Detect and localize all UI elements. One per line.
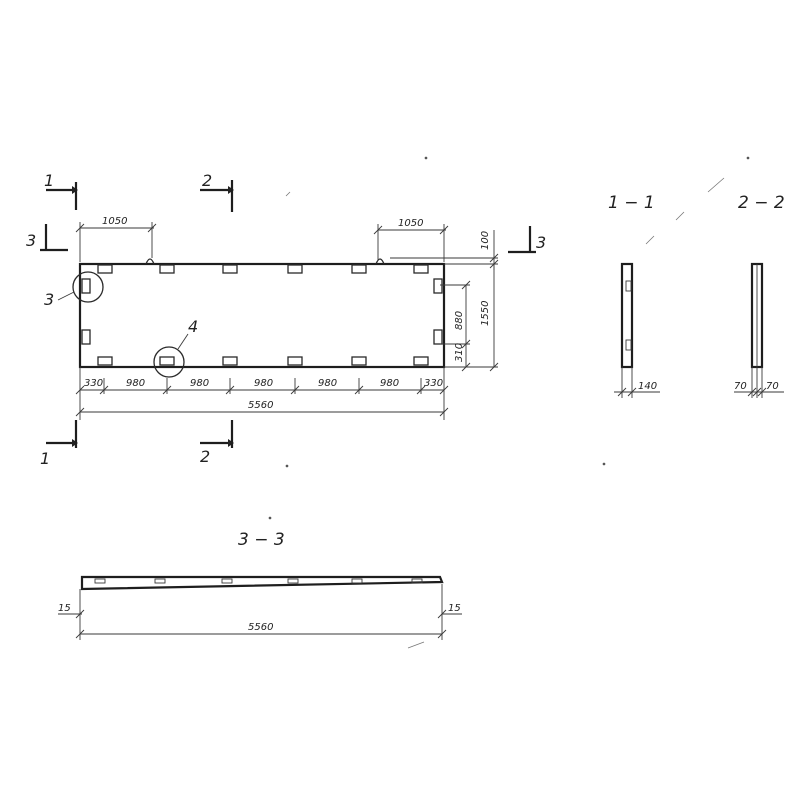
dim-top-right: 1050 (373, 218, 449, 262)
section-2-2: 2 − 2 70 70 (734, 193, 785, 398)
pocket-right-bottom (433, 329, 443, 345)
pocket-bottom-3 (222, 356, 238, 366)
section-2-2-left: 70 (734, 381, 747, 392)
dim-top-left: 1050 (75, 216, 157, 262)
section-3-3-notches (94, 578, 423, 584)
pocket-bottom-4 (287, 356, 303, 366)
section-2-label-top: 2 (202, 171, 212, 190)
section-1-1: 1 − 1 140 (608, 193, 660, 398)
dim-span-2: 980 (126, 378, 145, 389)
pocket-bottom-1 (97, 356, 113, 366)
embedded-pockets (81, 264, 443, 366)
pocket-top-6 (413, 264, 429, 274)
dim-top-left-label: 1050 (102, 216, 127, 227)
dim-span-6: 980 (380, 378, 399, 389)
section-1-1-width: 140 (638, 381, 657, 392)
dim-span-7: 330 (424, 378, 443, 389)
callout-circle-4 (153, 346, 185, 378)
pocket-right-top (433, 278, 443, 294)
pocket-top-2 (159, 264, 175, 274)
pocket-top-1 (97, 264, 113, 274)
section-mark-1-top: 1 (44, 171, 78, 210)
dim-span-1: 330 (84, 378, 103, 389)
section-mark-2-bottom: 2 (200, 420, 234, 466)
plan-view: 3 4 1 1 2 2 (26, 171, 546, 468)
section-mark-1-bottom: 1 (40, 420, 78, 468)
section-mark-2-top: 2 (200, 171, 234, 212)
dim-bottom-overall: 5560 (75, 400, 449, 417)
pocket-top-5 (351, 264, 367, 274)
dim-span-4: 980 (254, 378, 273, 389)
section-3-3: 3 − 3 15 15 5560 (58, 530, 462, 640)
lifting-loops (145, 258, 385, 265)
dim-15-left: 15 (58, 603, 71, 614)
section-3-3-profile (80, 575, 444, 591)
pocket-left-bottom (81, 329, 91, 345)
dim-top-right-label: 1050 (398, 218, 423, 229)
section-mark-3-left: 3 (26, 224, 68, 252)
dim-5560-label: 5560 (248, 622, 273, 633)
dim-right-overall-label: 1550 (480, 301, 491, 326)
callout-label-4: 4 (188, 317, 198, 336)
dim-right: 100 1550 880 310 (390, 230, 499, 372)
dim-right-mid-label: 880 (454, 311, 465, 330)
dim-span-3: 980 (190, 378, 209, 389)
section-1-1-profile (620, 262, 634, 369)
dim-overall-label: 5560 (248, 400, 273, 411)
section-3-3-title: 3 − 3 (238, 530, 285, 550)
section-2-2-right: 70 (766, 381, 779, 392)
section-1-label-bottom: 1 (40, 449, 50, 468)
pocket-top-3 (222, 264, 238, 274)
section-2-label-bottom: 2 (200, 447, 210, 466)
loop-right (375, 258, 385, 265)
pocket-bottom-5 (351, 356, 367, 366)
section-2-2-title: 2 − 2 (738, 193, 785, 213)
pocket-top-4 (287, 264, 303, 274)
loop-left (145, 258, 155, 265)
pocket-bottom-6 (413, 356, 429, 366)
panel-outline (78, 262, 446, 369)
scan-artifacts (268, 156, 750, 649)
section-1-label-top: 1 (44, 171, 54, 190)
pocket-left-top (81, 278, 91, 294)
callout-label-3: 3 (44, 290, 54, 309)
section-3-label-left: 3 (26, 231, 36, 250)
callout-circle-3 (72, 271, 104, 303)
callout-leader-3 (57, 291, 75, 301)
section-1-1-title: 1 − 1 (608, 193, 655, 213)
callout-leader-4 (177, 333, 189, 350)
dim-span-5: 980 (318, 378, 337, 389)
section-mark-3-right: 3 (508, 226, 546, 254)
section-3-label-right: 3 (536, 233, 546, 252)
dim-15-right: 15 (448, 603, 461, 614)
dim-right-top-label: 100 (480, 231, 491, 250)
pocket-bottom-2 (159, 356, 175, 366)
dim-right-bottom-label: 310 (454, 343, 465, 362)
dim-bottom-chain: 330 980 980 980 980 980 330 (75, 367, 449, 420)
